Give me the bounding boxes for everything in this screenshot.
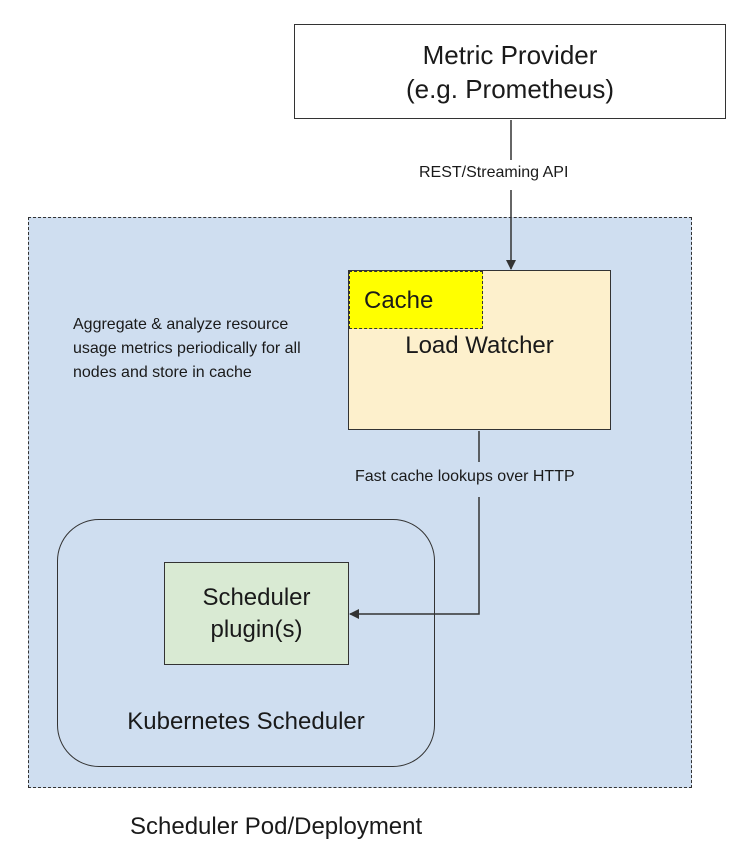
load-watcher-label: Load Watcher xyxy=(405,332,554,359)
rest-api-edge-label: REST/Streaming API xyxy=(419,164,569,181)
scheduler-plugin-label-line2: plugin(s) xyxy=(210,615,303,643)
cache-lookup-edge-label: Fast cache lookups over HTTP xyxy=(355,468,575,485)
metric-provider-box: Metric Provider (e.g. Prometheus) xyxy=(294,24,726,119)
scheduler-plugin-label-line1: Scheduler xyxy=(202,583,311,611)
kubernetes-scheduler-label: Kubernetes Scheduler xyxy=(127,708,365,735)
metric-provider-title: Metric Provider xyxy=(422,39,598,70)
pod-caption: Scheduler Pod/Deployment xyxy=(130,813,423,840)
aggregate-note: Aggregate & analyze resource usage metri… xyxy=(73,316,301,381)
scheduler-plugin-box: Scheduler plugin(s) xyxy=(164,562,349,665)
cache-lookup-connector-arrow xyxy=(349,497,480,619)
metric-provider-subtitle: (e.g. Prometheus) xyxy=(405,73,615,104)
kubernetes-scheduler-box xyxy=(57,519,435,767)
cache-box: Cache xyxy=(349,271,483,329)
cache-label: Cache xyxy=(364,287,434,314)
